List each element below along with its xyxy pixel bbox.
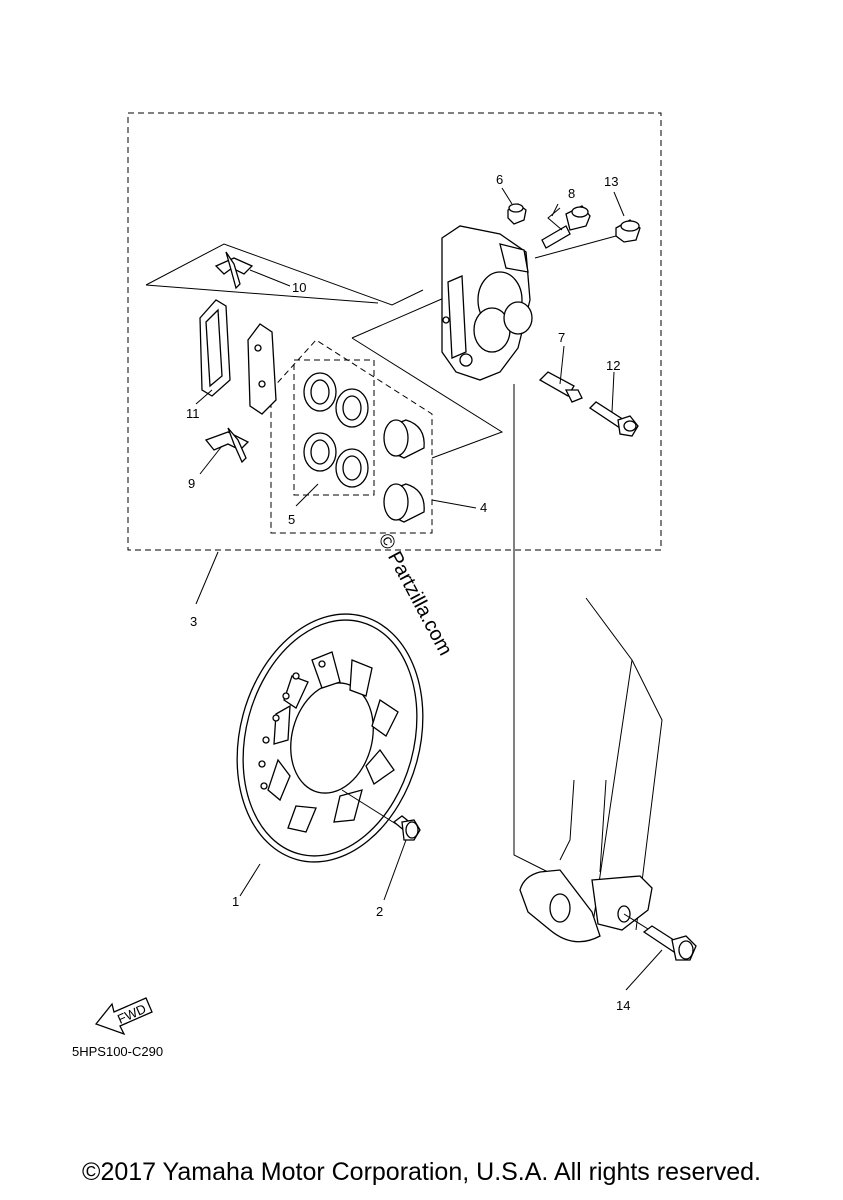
leader-12: [611, 371, 615, 413]
callout-5: 5: [288, 512, 295, 527]
leader-7: [559, 345, 565, 385]
leader-4: [431, 499, 477, 509]
leader-5: [295, 483, 319, 507]
leader-1: [239, 863, 261, 897]
piston-seal-set: [303, 372, 369, 488]
callout-12: 12: [606, 358, 620, 373]
seal-kit-boundary: [270, 339, 433, 534]
fork-mount-leader: [513, 384, 549, 873]
leader-11: [195, 389, 213, 405]
bleeder-screw: [541, 205, 591, 249]
seal-subgroup-boundary: [293, 359, 375, 496]
leader-3: [195, 551, 219, 605]
callout-3: 3: [190, 614, 197, 629]
piston-group-bracket-lower: [351, 337, 504, 459]
diagram-code: 5HPS100-C290: [72, 1044, 163, 1059]
copyright-notice: ©2017 Yamaha Motor Corporation, U.S.A. A…: [82, 1158, 761, 1186]
callout-13: 13: [604, 174, 618, 189]
caliper-bolt: [588, 401, 639, 437]
pad-group-bracket-lower: [145, 284, 379, 304]
callout-6: 6: [496, 172, 503, 187]
leader-8: [551, 203, 559, 217]
leader-9: [199, 445, 223, 475]
caliper-mounting-bolt: [623, 913, 697, 961]
caliper-assembly-boundary: [127, 112, 662, 551]
callout-8: 8: [568, 186, 575, 201]
callout-10: 10: [292, 280, 306, 295]
callout-7: 7: [558, 330, 565, 345]
leader-6: [501, 187, 513, 205]
bleed-screw-cap: [507, 203, 527, 225]
piston-group-bracket: [351, 297, 445, 339]
forward-arrow-icon: FWD: [94, 997, 153, 1036]
brake-pad-kit: [199, 299, 277, 415]
callout-14: 14: [616, 998, 630, 1013]
brake-caliper: [441, 225, 533, 381]
svg-text:FWD: FWD: [115, 1001, 148, 1027]
bleeder-leader: [534, 235, 617, 259]
pad-clip-upper: [214, 251, 254, 290]
front-fork-leg: [519, 597, 663, 943]
callout-11: 11: [186, 406, 200, 421]
leader-10: [249, 269, 291, 287]
caliper-slide-pin: [538, 371, 583, 403]
pad-group-bracket: [145, 243, 424, 306]
leader-14: [625, 949, 663, 991]
callout-2: 2: [376, 904, 383, 919]
leader-2: [383, 839, 407, 901]
caliper-pistons: [383, 419, 425, 523]
cap: [615, 219, 641, 243]
leader-13: [613, 191, 625, 217]
brake-disc: [236, 613, 424, 863]
callout-4: 4: [480, 500, 487, 515]
callout-9: 9: [188, 476, 195, 491]
disc-bolt: [341, 789, 421, 841]
pad-clip-lower: [204, 427, 250, 464]
callout-1: 1: [232, 894, 239, 909]
